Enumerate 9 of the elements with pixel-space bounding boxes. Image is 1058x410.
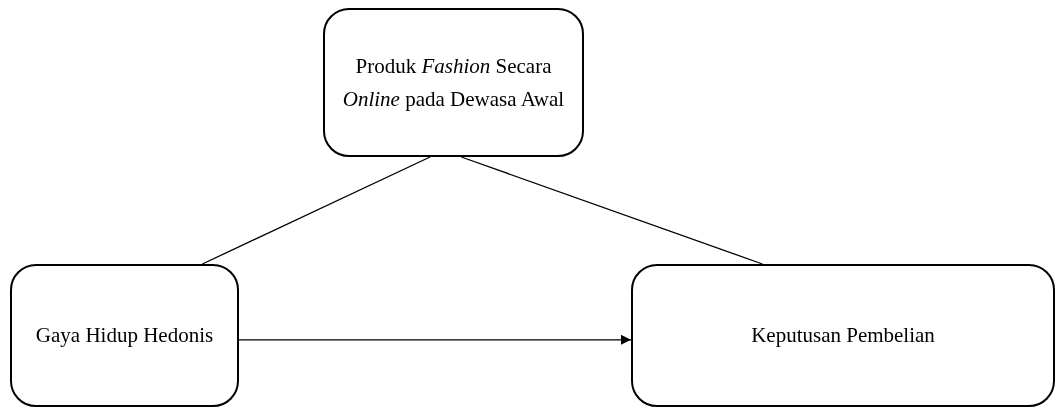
process-box bbox=[323, 8, 584, 157]
process-box bbox=[631, 264, 1055, 407]
connector-line bbox=[460, 156, 764, 265]
box-label: Keputusan Pembelian bbox=[750, 322, 936, 350]
box-label: Produk Fashion Secara Online pada Dewasa Awal bbox=[341, 52, 566, 113]
process-box bbox=[10, 264, 239, 407]
arrow bbox=[238, 334, 632, 345]
connector-line bbox=[201, 156, 431, 265]
box-label: Gaya Hidup Hedonis bbox=[34, 322, 215, 350]
